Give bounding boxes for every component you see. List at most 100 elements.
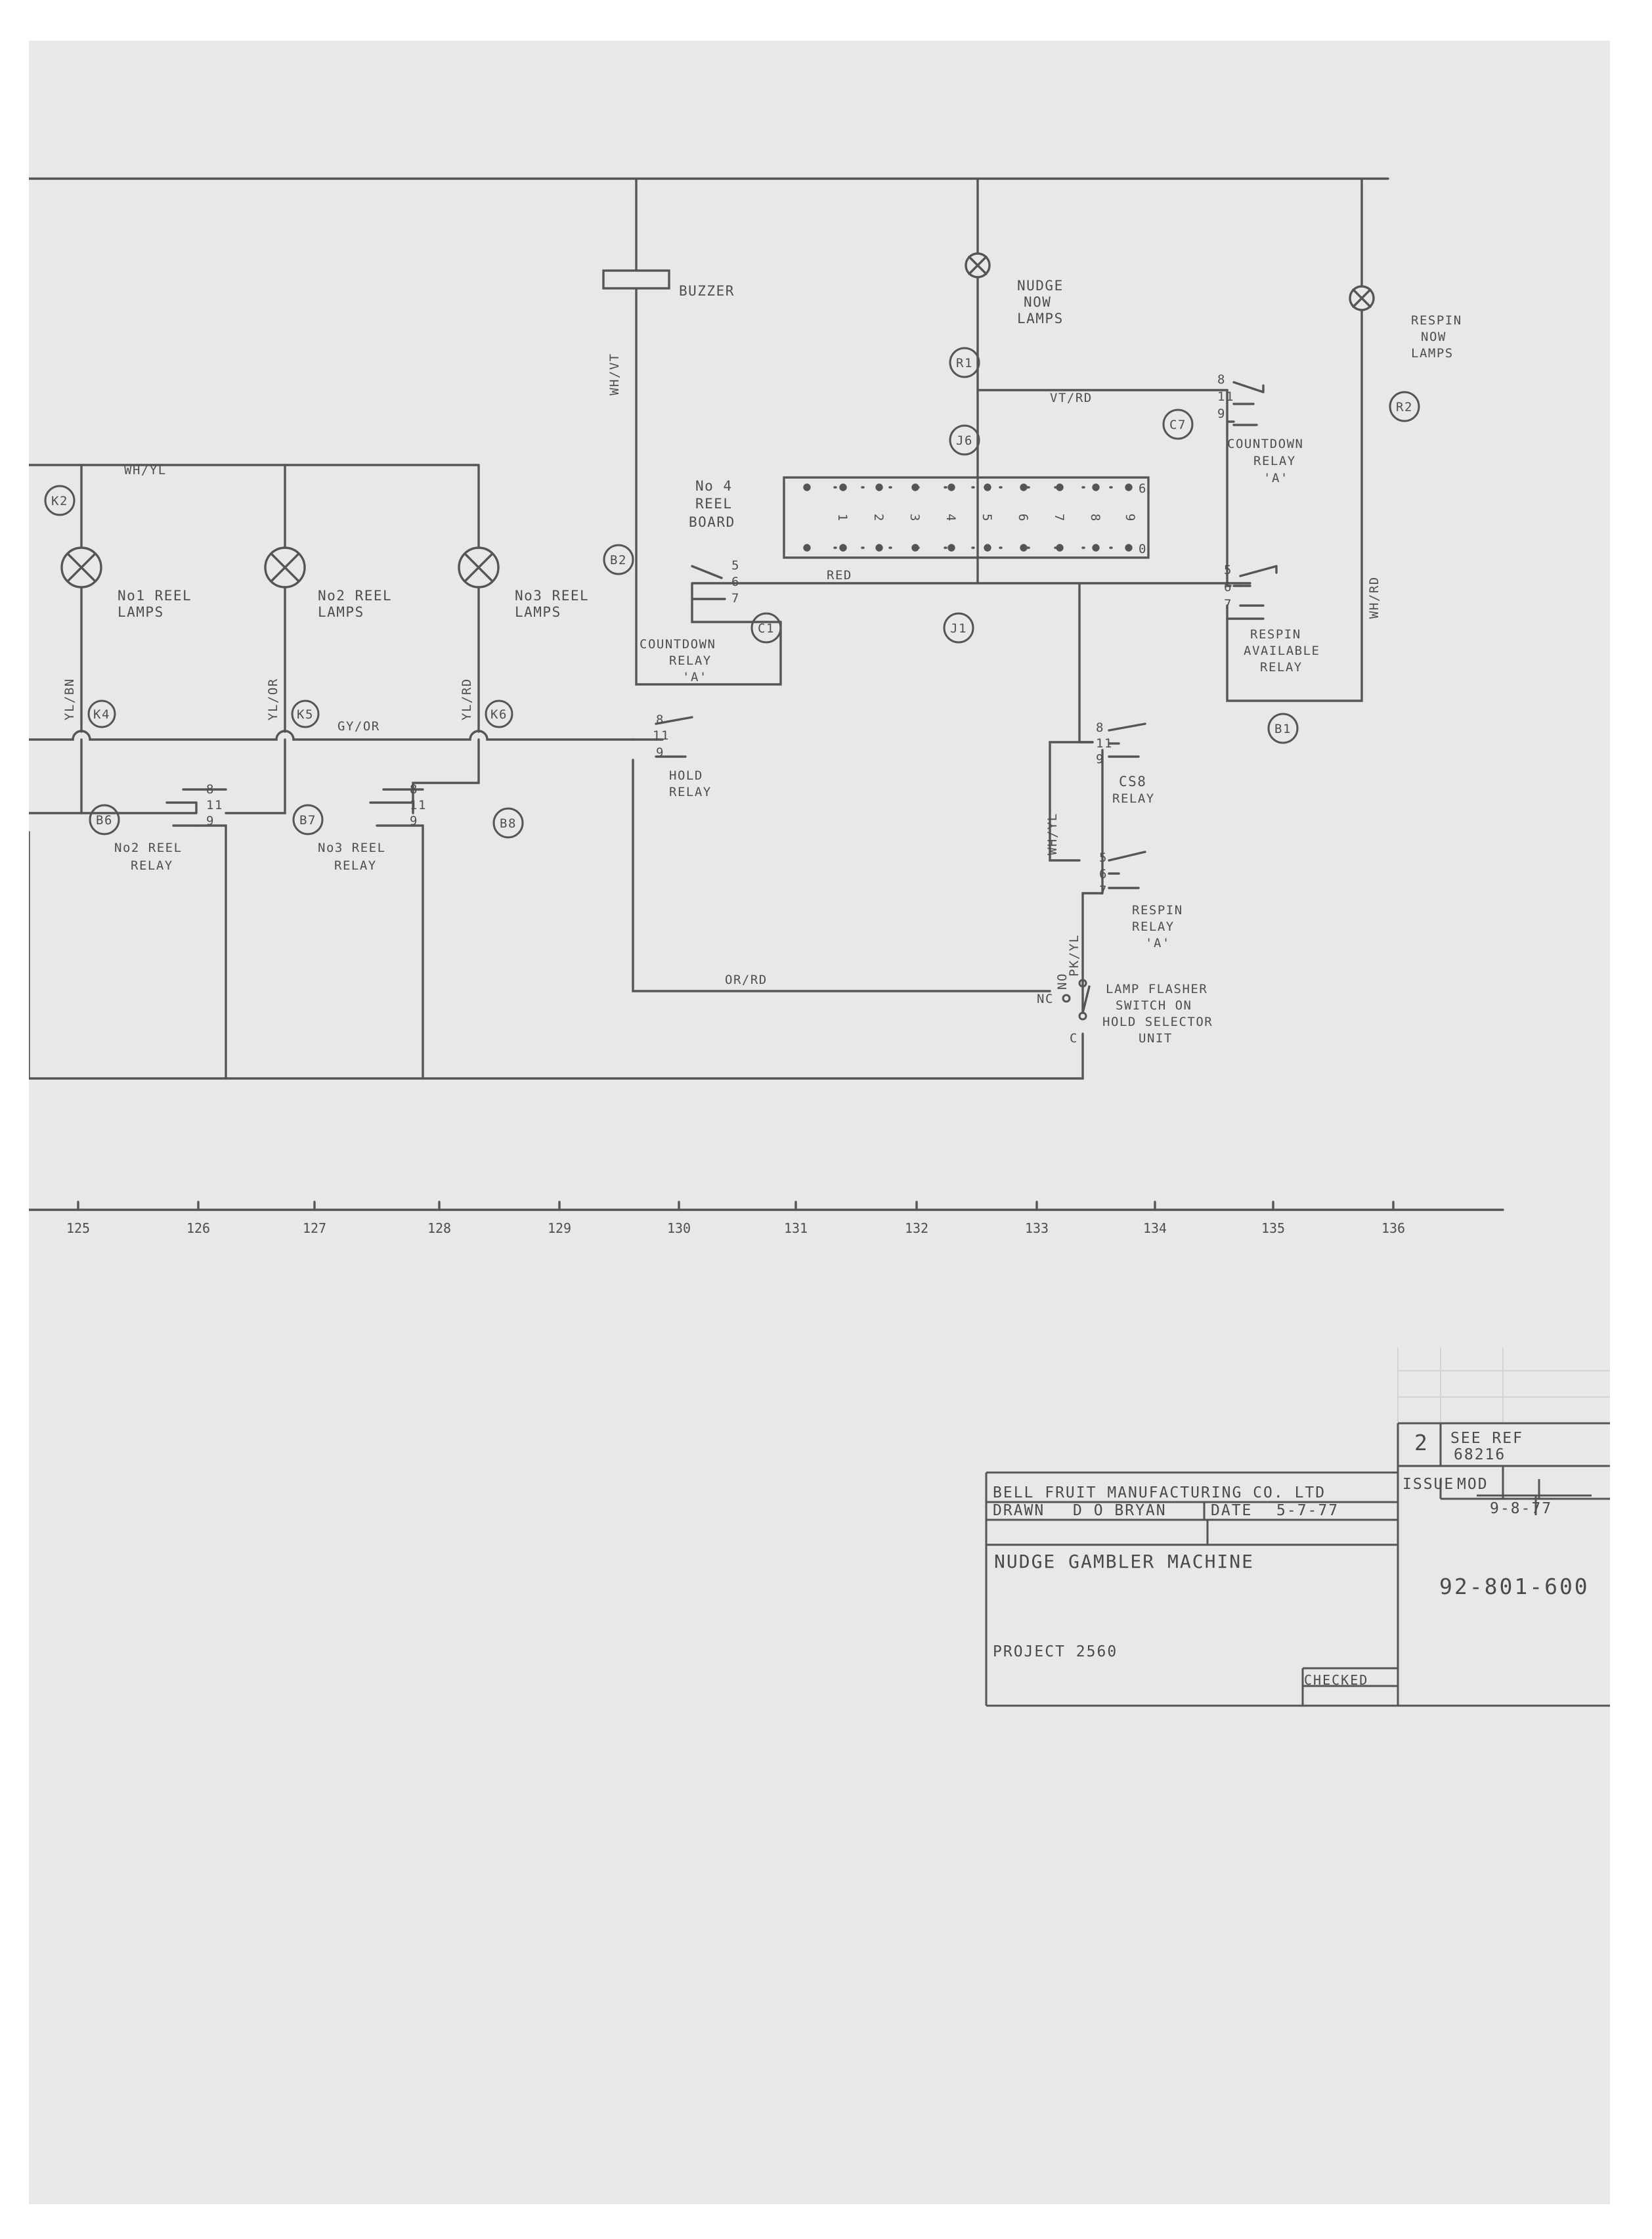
title-issue-label: ISSUE xyxy=(1402,1476,1454,1493)
respin-available-label-1: RESPIN xyxy=(1250,627,1301,642)
reel4-board-pin-top: 6 xyxy=(1139,481,1147,496)
cs8-relay-label-2: RELAY xyxy=(1112,791,1155,806)
wire-label-wh-rd: WH/RD xyxy=(1367,576,1381,619)
title-company: BELL FRUIT MANUFACTURING CO. LTD xyxy=(993,1484,1326,1501)
cs8-to-respin-wire xyxy=(1081,749,1104,981)
respin-lamp-return-wire xyxy=(1226,308,1363,702)
lamp-flasher-label-1: LAMP FLASHER xyxy=(1106,982,1207,996)
respin-relay-a: 5 6 7 RESPIN RELAY 'A' xyxy=(1099,851,1182,950)
reel4-board-pin-3: 3 xyxy=(907,514,922,522)
title-drawing-number: 92-801-600 xyxy=(1439,1574,1590,1599)
cs8-contact-2: 11 xyxy=(1096,736,1113,751)
reel4-board-label-1: No 4 xyxy=(695,478,733,494)
reel2-relay: 8 11 9 No2 REEL RELAY xyxy=(114,782,227,873)
reel3-lamp: No3 REEL LAMPS xyxy=(458,546,589,620)
ruler-tick-132: 132 xyxy=(905,1220,928,1236)
reel3-relay-label-1: No3 REEL xyxy=(318,841,386,855)
red-to-cs8-wire xyxy=(1078,582,1094,743)
hold-contact-3: 9 xyxy=(656,745,664,760)
svg-text:K2: K2 xyxy=(51,494,68,508)
reel3-relay-label-2: RELAY xyxy=(334,858,377,873)
terminal-k5: K5 xyxy=(291,699,320,728)
title-mod-label: MOD xyxy=(1457,1476,1489,1493)
hold-relay-label-1: HOLD xyxy=(669,768,703,783)
nudge-lamp-label-3: LAMPS xyxy=(1017,311,1064,326)
title-block: 2 SEE REF 68216 ISSUE MOD 9-8-77 BELL FR… xyxy=(985,1348,1610,1707)
svg-text:B1: B1 xyxy=(1274,722,1292,736)
bottom-left-wire xyxy=(29,831,1084,1080)
svg-text:J1: J1 xyxy=(950,621,967,636)
terminal-k2: K2 xyxy=(44,485,76,516)
wire-label-gy-or: GY/OR xyxy=(337,719,380,734)
reel4-board-pin-2: 2 xyxy=(871,514,886,522)
reel4-board-pin-8: 8 xyxy=(1088,514,1102,522)
b7-wire xyxy=(225,738,286,814)
reel3-lamp-label-1: No3 REEL xyxy=(515,588,589,604)
respin-a-contact-2: 6 xyxy=(1099,867,1108,881)
title-ref-number: 68216 xyxy=(1454,1446,1506,1463)
buzzer-label: BUZZER xyxy=(679,283,735,299)
terminal-c1: C1 xyxy=(750,612,782,644)
lamp-flasher-label-4: UNIT xyxy=(1139,1031,1173,1046)
lamp-flasher-switch: NO NC C LAMP FLASHER SWITCH ON HOLD SELE… xyxy=(1037,973,1212,1046)
svg-text:K4: K4 xyxy=(93,707,110,722)
ruler-tick-126: 126 xyxy=(186,1220,210,1236)
wire-label-yl-bn: YL/BN xyxy=(62,678,77,720)
countdown-a-top-contact-1: 8 xyxy=(1217,372,1226,387)
ruler-tick-130: 130 xyxy=(667,1220,691,1236)
title-project: PROJECT 2560 xyxy=(993,1643,1118,1660)
buzzer-return-wire xyxy=(635,287,782,686)
svg-text:R2: R2 xyxy=(1396,400,1413,414)
title-date-label: DATE xyxy=(1211,1502,1252,1519)
respin-relay-a-label-3: 'A' xyxy=(1145,936,1171,950)
wiring-diagram: BUZZER NUDGE NOW LAMPS RESPIN NOW LAMPS … xyxy=(29,177,1610,1707)
terminal-b2: B2 xyxy=(603,544,634,575)
reel3-relay: 8 11 9 No3 REEL RELAY xyxy=(318,782,425,873)
countdown-a-top-contact-3: 9 xyxy=(1217,407,1226,421)
respin-relay-a-label-2: RELAY xyxy=(1132,920,1175,934)
reel2-lamp-label-2: LAMPS xyxy=(318,604,364,620)
svg-text:R1: R1 xyxy=(956,356,973,370)
title-issue-number: 2 xyxy=(1414,1430,1429,1455)
reel4-board-pin-1: 1 xyxy=(835,514,850,522)
countdown-a-top-label-1: COUNTDOWN xyxy=(1227,437,1303,451)
cs8-contact-3: 9 xyxy=(1096,752,1104,766)
ruler-tick-125: 125 xyxy=(66,1220,90,1236)
countdown-a-top-label-3: 'A' xyxy=(1263,471,1289,485)
wh-yl-mid-wire xyxy=(1049,741,1094,862)
countdown-a-wire xyxy=(1226,389,1235,587)
terminal-r2: R2 xyxy=(1389,391,1420,422)
title-drawn-by: D O BRYAN xyxy=(1073,1502,1167,1519)
reel2-relay-contact-2: 11 xyxy=(206,798,223,812)
reel2-lamp: No2 REEL LAMPS xyxy=(264,546,391,620)
cs8-relay-label-1: CS8 xyxy=(1119,774,1146,789)
ruler-tick-135: 135 xyxy=(1261,1220,1285,1236)
title-see-ref: SEE REF xyxy=(1450,1430,1523,1447)
wire-label-wh-yl-mid: WH/YL xyxy=(1045,812,1060,855)
reel3-relay-contact-1: 8 xyxy=(410,782,418,797)
reel4-board-pin-9: 9 xyxy=(1123,514,1137,522)
title-mod-date: 9-8-77 xyxy=(1490,1500,1552,1517)
terminal-b7: B7 xyxy=(292,804,324,835)
flasher-contact-c: C xyxy=(1070,1031,1078,1046)
reel2-relay-label-1: No2 REEL xyxy=(114,841,183,855)
respin-available-label-3: RELAY xyxy=(1260,660,1303,675)
ruler-tick-133: 133 xyxy=(1025,1220,1049,1236)
hold-contact-2: 11 xyxy=(653,728,670,743)
wire-label-yl-rd: YL/RD xyxy=(460,678,474,720)
svg-text:B6: B6 xyxy=(96,813,113,828)
column-ruler: 125 126 127 128 129 130 131 132 133 134 … xyxy=(29,1201,1504,1236)
respin-lamp-label-3: LAMPS xyxy=(1411,346,1454,361)
wire-label-vt-rd: VT/RD xyxy=(1050,391,1093,405)
countdown-a-left-label-2: RELAY xyxy=(669,654,712,668)
lamp-flasher-label-2: SWITCH ON xyxy=(1116,998,1192,1013)
hold-relay-label-2: RELAY xyxy=(669,785,712,799)
terminal-c7: C7 xyxy=(1162,409,1194,440)
respin-available-relay: 5 6 7 RESPIN AVAILABLE RELAY xyxy=(1224,563,1319,675)
reel2-relay-contact-1: 8 xyxy=(206,782,215,797)
respin-lamp-label-2: NOW xyxy=(1421,330,1446,344)
wire-label-wh-yl-top: WH/YL xyxy=(124,463,167,477)
reel4-board-label-3: BOARD xyxy=(689,514,735,530)
reel1-lamp: No1 REEL LAMPS xyxy=(60,546,191,620)
svg-text:C1: C1 xyxy=(758,621,775,636)
